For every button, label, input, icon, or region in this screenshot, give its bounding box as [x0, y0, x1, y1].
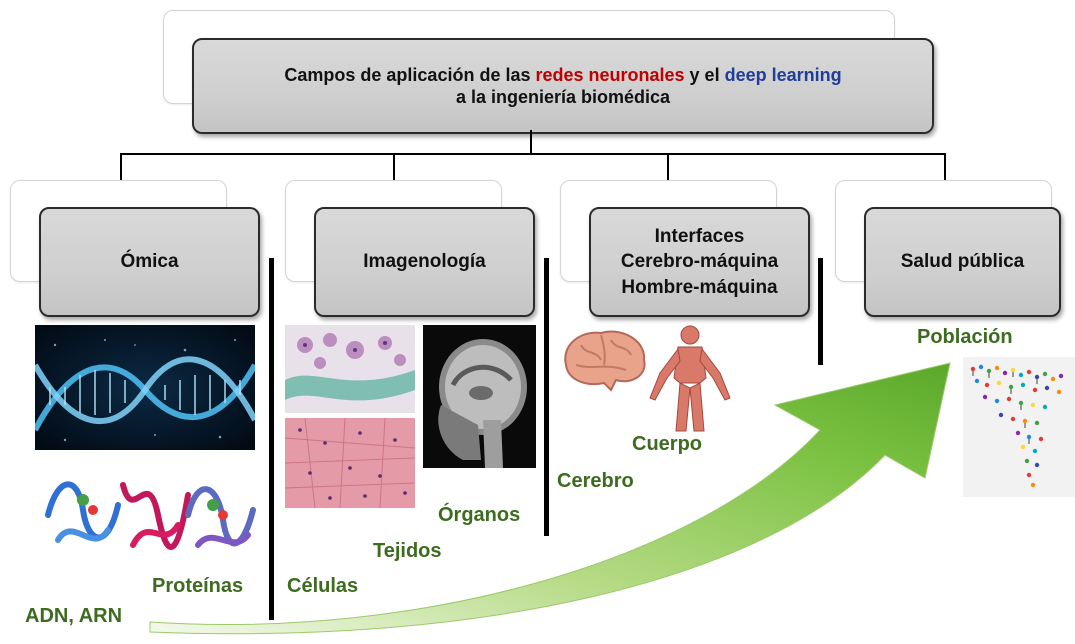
label-poblacion: Población: [917, 326, 1013, 348]
mri-image: [423, 325, 536, 468]
category-imagenologia: Imagenología: [314, 207, 535, 317]
connector-drop-salud: [944, 153, 946, 181]
label-cerebro: Cerebro: [557, 470, 634, 492]
brain-image: [564, 330, 646, 392]
label-tejidos: Tejidos: [373, 540, 442, 562]
connector-drop-imagenologia: [393, 153, 395, 181]
connector-horizontal: [120, 153, 946, 155]
category-salud: Salud pública: [864, 207, 1061, 317]
label-celulas: Células: [287, 575, 359, 597]
tissue-image: [285, 418, 415, 508]
label-cuerpo: Cuerpo: [632, 433, 702, 455]
title-highlight-deep: deep learning: [724, 64, 842, 85]
title-line-2: a la ingeniería biomédica: [455, 87, 671, 107]
connector-vertical-main: [530, 130, 532, 154]
title-box: Campos de aplicación de las redes neuron…: [192, 38, 934, 134]
dna-image: [35, 325, 255, 450]
separator-2: [544, 258, 549, 536]
connector-drop-interfaces: [667, 153, 669, 181]
separator-1: [269, 258, 274, 620]
label-proteinas: Proteínas: [152, 575, 244, 597]
label-adn-arn: ADN, ARN: [25, 605, 123, 627]
cells-image: [285, 325, 415, 413]
separator-3: [818, 258, 823, 365]
population-image: [963, 357, 1075, 497]
title-highlight-neural: redes neuronales: [535, 64, 685, 85]
connector-drop-omica: [120, 153, 122, 181]
category-omica: Ómica: [39, 207, 260, 317]
body-image: [649, 325, 731, 432]
title-line-1: Campos de aplicación de las redes neuron…: [284, 64, 842, 85]
label-organos: Órganos: [438, 504, 521, 526]
category-interfaces: Interfaces Cerebro-máquina Hombre-máquin…: [589, 207, 810, 317]
protein-image: [38, 455, 263, 570]
